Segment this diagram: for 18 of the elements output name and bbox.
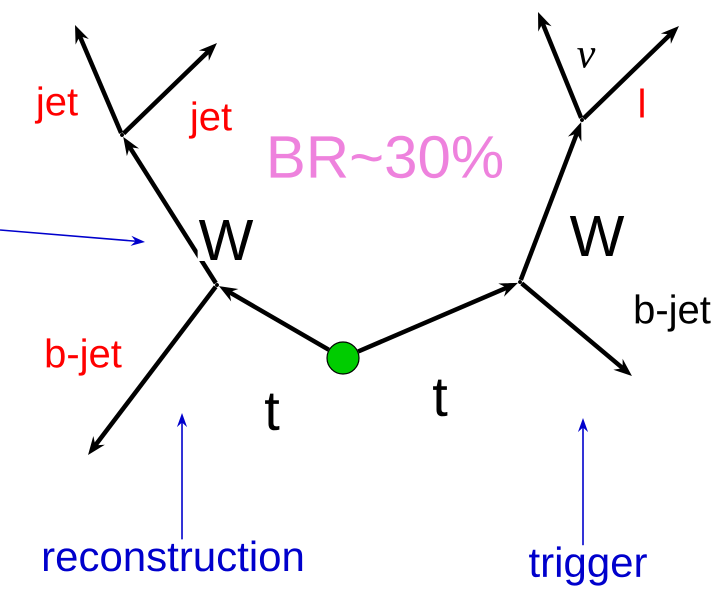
vertex-point <box>580 118 584 122</box>
edge-label: b-jet <box>43 337 123 377</box>
vertex-point <box>518 280 522 284</box>
edge-label: t <box>431 378 449 418</box>
vertex-point <box>120 132 124 137</box>
edge-label: b-jet <box>632 293 712 333</box>
edge-label: t <box>263 392 281 432</box>
vertex-dot <box>326 341 360 375</box>
annotation-text: trigger <box>529 546 647 586</box>
edge-label: l <box>636 88 648 118</box>
edge-label: W <box>568 215 626 257</box>
edge-label: jet <box>34 85 80 125</box>
vertex-point <box>215 282 219 287</box>
edge-label: ν <box>576 47 596 69</box>
edge-label: jet <box>188 100 234 140</box>
annotation-text: reconstruction <box>44 540 302 572</box>
branching-ratio-text: BR~30% <box>270 136 502 178</box>
edge-label: W <box>198 219 254 261</box>
